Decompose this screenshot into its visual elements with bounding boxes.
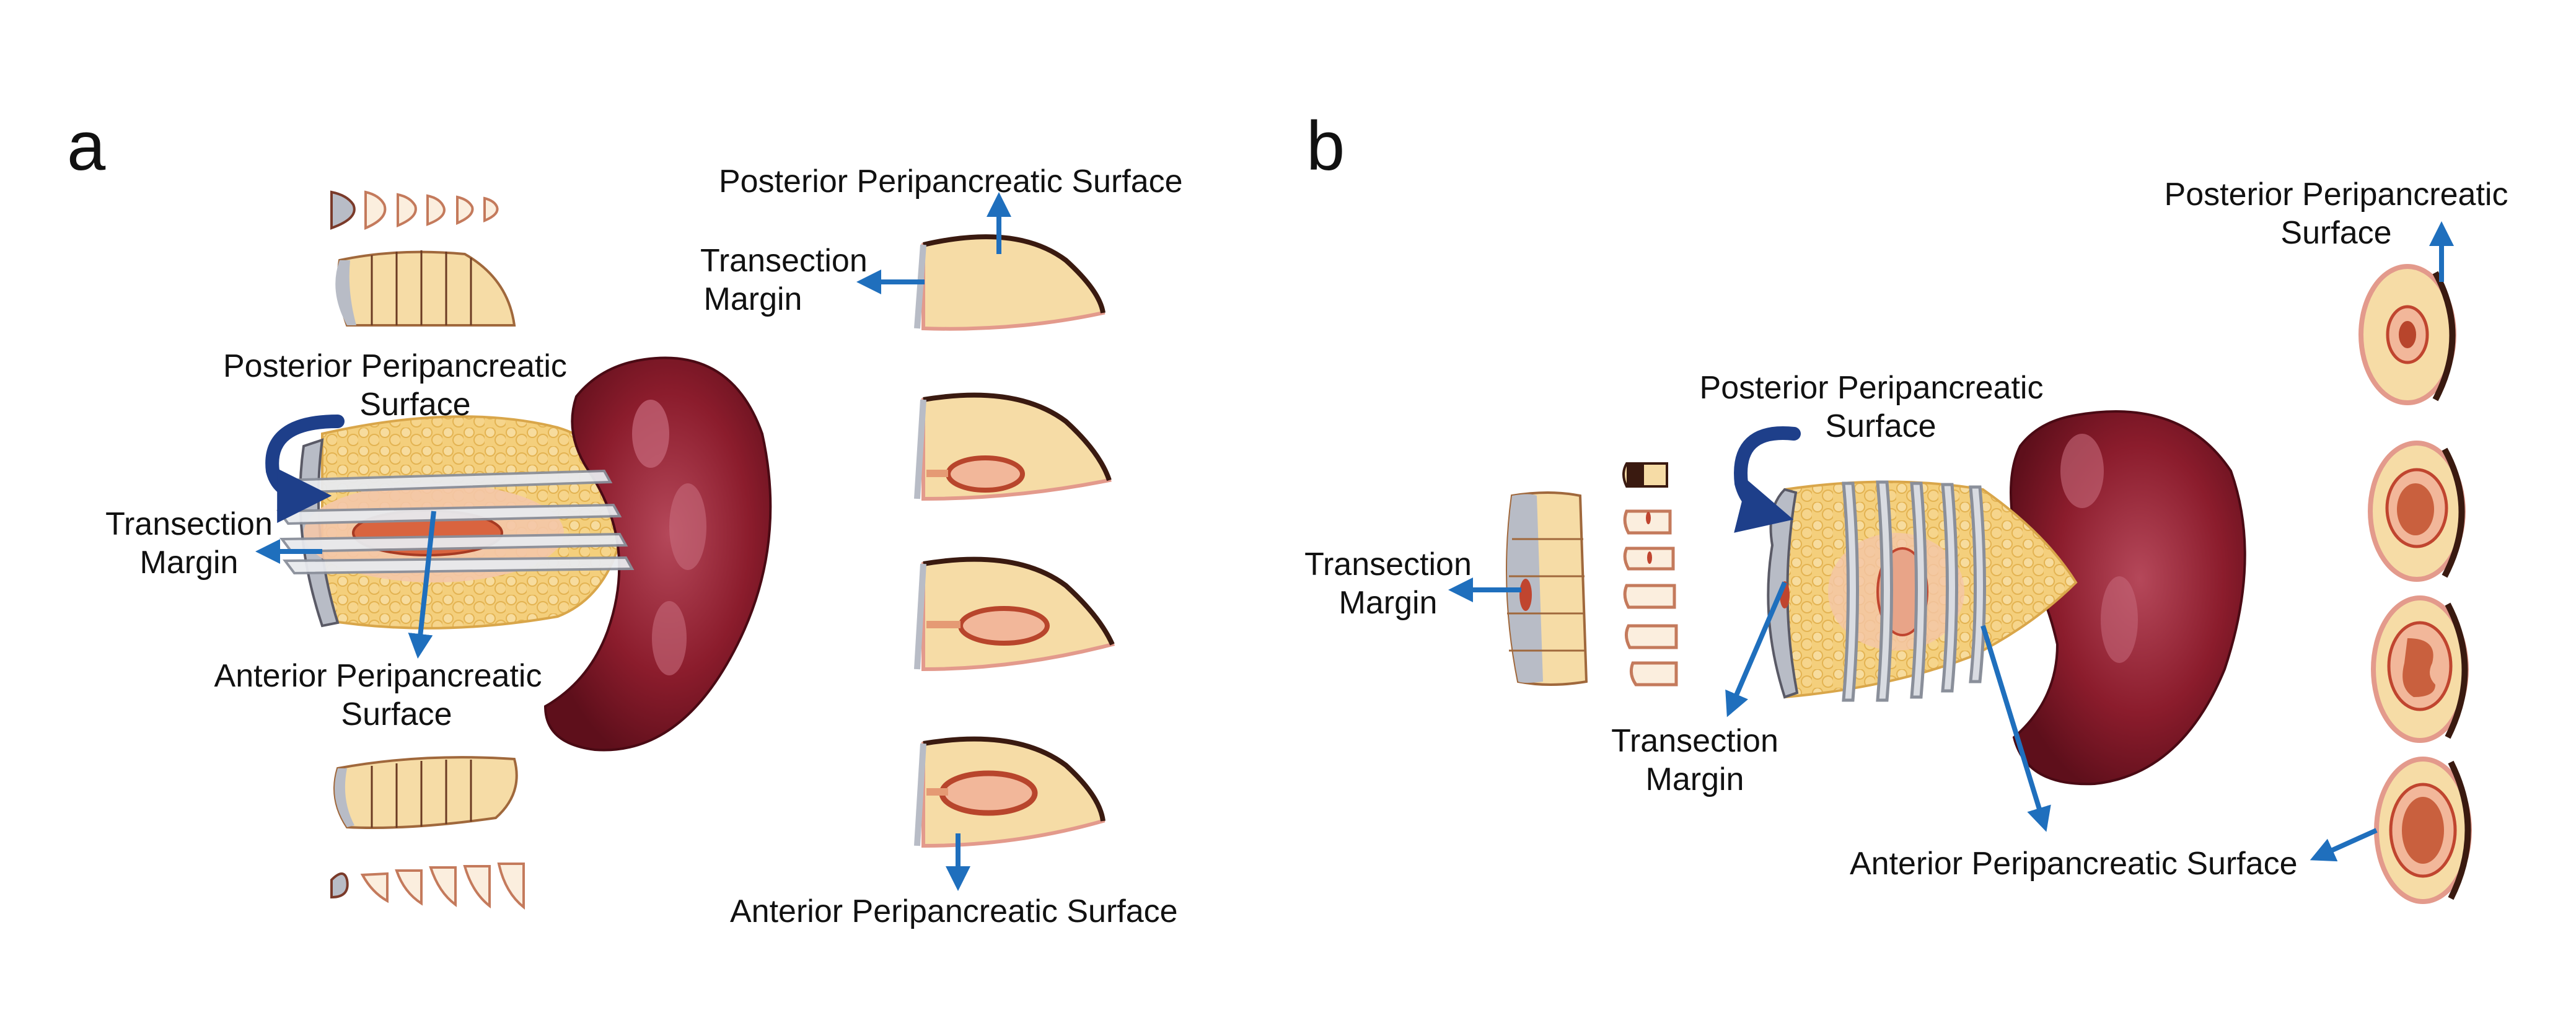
arrow-b-anterior-right bbox=[2310, 828, 2378, 862]
label-a-anterior-left: Anterior Peripancreatic Surface bbox=[211, 657, 545, 734]
label-a-posterior-top: Posterior Peripancreatic Surface bbox=[719, 164, 1183, 200]
panel-b-curved-arrow bbox=[1734, 426, 1801, 533]
label-a-transection-left: Transection Margin bbox=[99, 505, 279, 582]
panel-b-arrows bbox=[1448, 221, 2454, 862]
panel-b-section-3 bbox=[2371, 595, 2469, 743]
label-b-transection-left: Transection Margin bbox=[1298, 545, 1478, 622]
panel-a-curved-arrow bbox=[265, 415, 345, 523]
label-b-transection-left-line2: Margin bbox=[1339, 585, 1438, 621]
label-a-anterior-left-line1: Anterior Peripancreatic bbox=[214, 658, 542, 694]
panel-b-slice-stack bbox=[1622, 462, 1678, 687]
label-b-transection-mid-line1: Transection bbox=[1611, 723, 1778, 759]
label-a-transection-left-line2: Margin bbox=[139, 545, 239, 581]
panel-b-spleen bbox=[2010, 410, 2246, 786]
panel-b-section-4 bbox=[2374, 757, 2472, 904]
panel-a-top-sliced-specimen bbox=[335, 250, 516, 327]
panel-a-graphics bbox=[255, 190, 1115, 910]
panel-a-top-slices bbox=[330, 190, 499, 231]
arrow-b-anterior-bottom bbox=[1980, 625, 2051, 832]
label-a-anterior-bottom: Anterior Peripancreatic Surface bbox=[730, 893, 1178, 929]
label-a-posterior-left-line2: Surface bbox=[359, 387, 471, 423]
label-b-posterior-right-line1: Posterior Peripancreatic bbox=[2164, 177, 2508, 213]
panel-a-section-3 bbox=[914, 556, 1115, 672]
label-b-posterior-right: Posterior Peripancreatic Surface bbox=[2150, 175, 2522, 252]
panel-a-arrows bbox=[255, 192, 1011, 891]
panel-letter-a: a bbox=[67, 107, 106, 185]
panel-b-section-2 bbox=[2368, 441, 2466, 582]
panel-letter-b: b bbox=[1306, 107, 1345, 185]
label-b-transection-mid-line2: Margin bbox=[1645, 762, 1744, 797]
label-b-posterior-right-line2: Surface bbox=[2280, 215, 2392, 251]
arrow-b-transection-mid bbox=[1725, 581, 1787, 718]
panel-b-margin-block bbox=[1506, 491, 1588, 686]
label-a-transection-top: Transection Margin bbox=[700, 242, 868, 318]
arrow-a-anterior-left bbox=[408, 511, 436, 659]
label-a-posterior-left: Posterior Peripancreatic Surface bbox=[223, 347, 567, 424]
label-b-posterior-mid: Posterior Peripancreatic Surface bbox=[1686, 369, 2057, 446]
label-b-transection-mid: Transection Margin bbox=[1605, 722, 1785, 799]
label-a-posterior-left-line1: Posterior Peripancreatic bbox=[223, 348, 567, 384]
label-a-transection-top-line1: Transection bbox=[700, 243, 868, 279]
label-b-anterior-bottom: Anterior Peripancreatic Surface bbox=[1850, 846, 2298, 882]
label-a-transection-top-line2: Margin bbox=[703, 281, 802, 317]
label-a-anterior-left-line2: Surface bbox=[341, 696, 452, 732]
label-a-transection-left-line1: Transection bbox=[105, 506, 273, 542]
label-b-transection-left-line1: Transection bbox=[1304, 547, 1472, 582]
panel-a-spleen bbox=[543, 356, 772, 752]
panel-a-section-4 bbox=[914, 736, 1106, 848]
panel-a-section-2 bbox=[914, 392, 1112, 501]
label-b-posterior-mid-line2: Surface bbox=[1825, 408, 1936, 444]
panel-a-bottom-sliced-specimen bbox=[333, 756, 518, 829]
label-b-posterior-mid-line1: Posterior Peripancreatic bbox=[1699, 370, 2044, 406]
panel-a-section-1 bbox=[914, 234, 1106, 331]
panel-b-section-1 bbox=[2358, 264, 2456, 405]
panel-a-slicing-planes bbox=[276, 469, 635, 575]
panel-b-graphics bbox=[1448, 221, 2472, 904]
panel-a-bottom-slices bbox=[330, 863, 525, 910]
